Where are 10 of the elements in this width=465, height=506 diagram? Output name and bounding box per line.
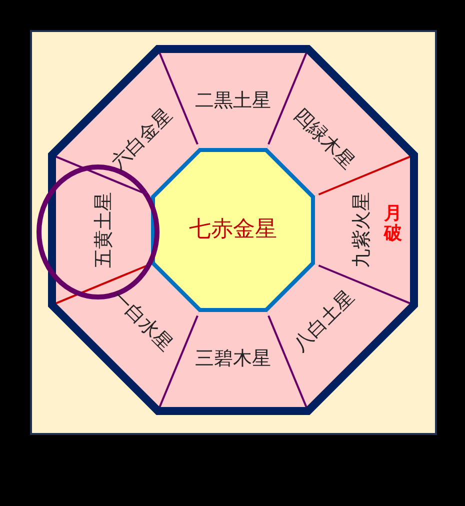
star-label: 六白金星	[108, 105, 176, 172]
star-label: 八白土星	[290, 288, 358, 355]
star-label: 七赤金星	[189, 219, 277, 241]
star-label: 三碧木星	[194, 350, 271, 368]
star-label: 九紫火星	[352, 192, 372, 268]
star-label: 一白水星	[108, 288, 176, 355]
star-label: 二黒土星	[194, 92, 271, 110]
star-label: 五黄土星	[94, 192, 114, 268]
mark-label: 月破	[384, 204, 402, 244]
star-label: 四緑木星	[290, 105, 358, 172]
